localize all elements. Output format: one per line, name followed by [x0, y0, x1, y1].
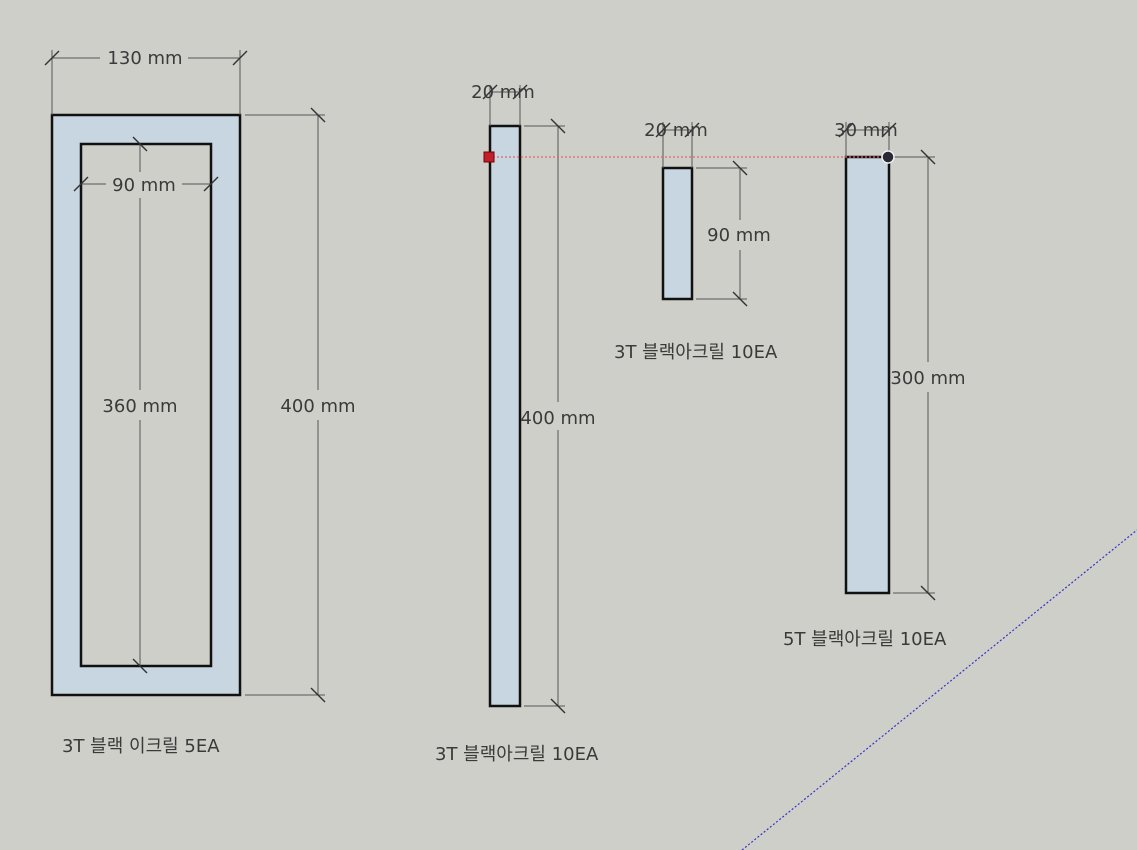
- dim-text-tall-strip-width: 20 mm: [471, 82, 535, 103]
- dimension-thick-strip-height: 300 mm: [890, 149, 966, 601]
- tall-strip-part[interactable]: [488, 124, 522, 708]
- dim-text-short-strip-width: 20 mm: [644, 120, 708, 141]
- frame-inner-opening[interactable]: [79, 142, 213, 668]
- dimension-frame-inner-height: 360 mm: [102, 136, 178, 674]
- dim-text-frame-inner-height: 360 mm: [102, 396, 177, 417]
- dim-text-frame-width: 130 mm: [107, 48, 182, 69]
- dim-text-short-strip-height: 90 mm: [707, 225, 771, 246]
- dim-text-tall-strip-height: 400 mm: [520, 408, 595, 429]
- frame-part[interactable]: [50, 113, 242, 697]
- dimension-tall-strip-width: 20 mm: [471, 82, 535, 126]
- dimension-short-strip-width: 20 mm: [644, 120, 708, 168]
- dim-text-frame-inner-width: 90 mm: [112, 175, 176, 196]
- part-label-short-strip: 3T 블랙아크릴 10EA: [614, 342, 778, 363]
- short-strip-part[interactable]: [661, 166, 694, 301]
- dimension-short-strip-height: 90 mm: [696, 160, 771, 307]
- dim-text-thick-strip-height: 300 mm: [890, 368, 965, 389]
- dimension-frame-height: 400 mm: [245, 107, 356, 703]
- dim-text-frame-height: 400 mm: [280, 396, 355, 417]
- part-label-tall-strip: 3T 블랙아크릴 10EA: [435, 744, 599, 765]
- dimension-tall-strip-height: 400 mm: [520, 118, 596, 714]
- part-label-thick-strip: 5T 블랙아크릴 10EA: [783, 629, 947, 650]
- axis-line: [741, 529, 1137, 850]
- dimension-frame-inner-width: 90 mm: [73, 175, 219, 196]
- thick-strip-part[interactable]: [844, 155, 891, 595]
- part-label-frame: 3T 블랙 이크릴 5EA: [62, 736, 220, 757]
- dimension-frame-width: 130 mm: [44, 48, 248, 115]
- inference-start-marker[interactable]: [483, 151, 495, 163]
- cursor-point-marker[interactable]: [881, 150, 895, 164]
- dim-text-thick-strip-width: 30 mm: [834, 120, 898, 141]
